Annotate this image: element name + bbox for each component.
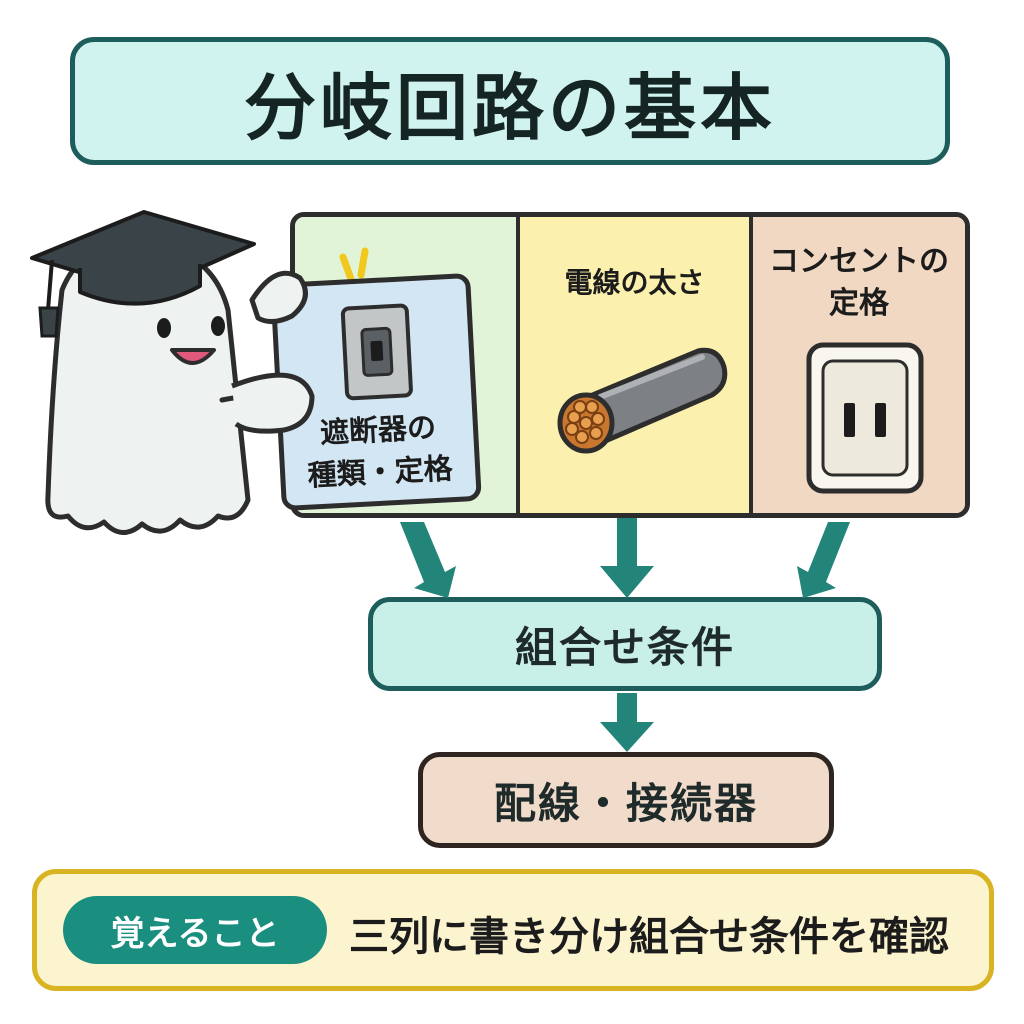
sparkle-icon (339, 247, 369, 283)
title-banner: 分岐回路の基本 (70, 37, 950, 165)
arrow-down-icon (600, 518, 654, 598)
outlet-label-line2: 定格 (829, 286, 889, 321)
page-title: 分岐回路の基本 (243, 65, 776, 150)
arrow-down-icon (600, 693, 654, 752)
column-wire: 電線の太さ (520, 217, 753, 513)
combination-label: 組合せ条件 (514, 622, 735, 672)
outlet-label-line1: コンセントの (769, 244, 949, 279)
memo-badge: 覚えること (63, 896, 327, 964)
breaker-card: 遮断器の 種類・定格 (270, 272, 482, 512)
memo-box: 覚えること 三列に書き分け組合せ条件を確認 (32, 869, 994, 991)
wire-size-label: 電線の太さ (564, 266, 705, 299)
column-outlet: コンセントの 定格 (753, 217, 965, 513)
wiring-label: 配線・接続器 (493, 778, 758, 828)
wire-cable-icon (557, 347, 728, 454)
breaker-switch-icon (340, 303, 413, 401)
wiring-connector-box: 配線・接続器 (418, 752, 834, 848)
ghost-mascot (30, 210, 293, 535)
memo-text: 三列に書き分け組合せ条件を確認 (349, 914, 949, 960)
graduation-cap-icon (30, 210, 256, 338)
arrow-down-icon (797, 522, 850, 598)
outlet-icon (806, 342, 924, 494)
combination-condition-box: 組合せ条件 (368, 597, 882, 691)
outlet-rating-label: コンセントの 定格 (753, 241, 965, 325)
arrow-down-icon (400, 522, 456, 598)
